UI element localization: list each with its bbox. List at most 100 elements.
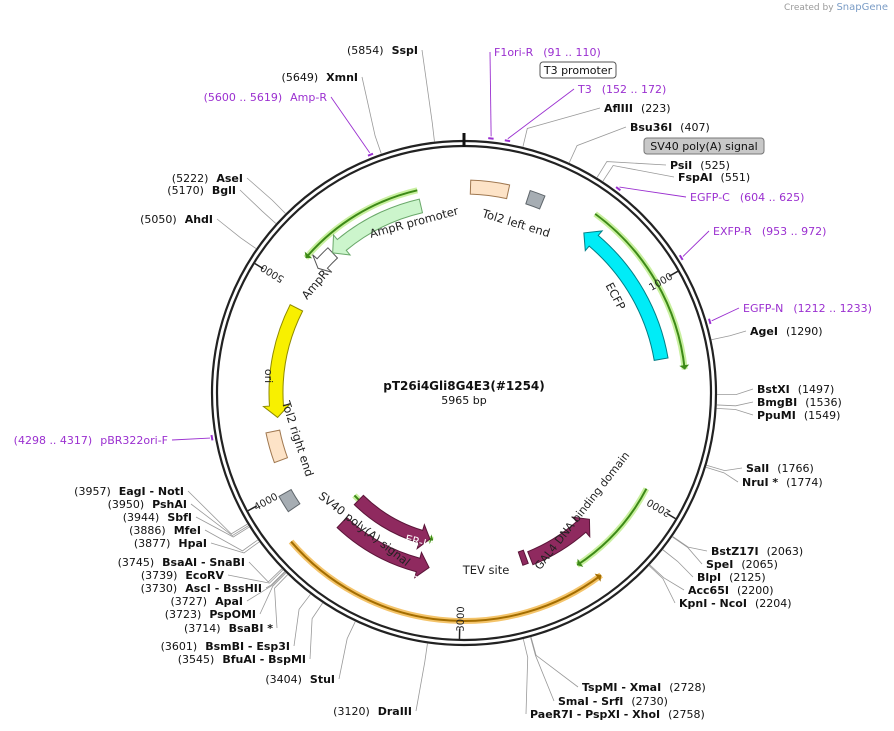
enzyme-site-0[interactable]: (5854)SspI — [347, 44, 435, 142]
enzyme-site-9[interactable]: AgeI(1290) — [711, 325, 823, 341]
enzyme-site-27[interactable]: (3714)BsaBI * — [184, 574, 289, 635]
sv40-polya-signal-box[interactable]: SV40 poly(A) signal — [643, 137, 765, 155]
enzyme-label: (5222)AseI — [172, 172, 243, 185]
enzyme-leader-line — [274, 574, 289, 629]
enzyme-label: (3957)EagI - NotI — [74, 485, 184, 498]
feature-sv40-small[interactable] — [525, 189, 546, 210]
enzyme-site-3[interactable]: (5170)BglI — [167, 184, 277, 224]
enzyme-leader-line — [716, 388, 754, 396]
enzyme-site-25[interactable]: (3545)BfuAI - BspMI — [178, 602, 324, 666]
enzyme-site-2[interactable]: (5222)AseI — [172, 172, 286, 214]
enzyme-label: (3727)ApaI — [171, 595, 243, 608]
enzyme-site-12[interactable]: PpuMI(1549) — [716, 407, 841, 422]
feature-ampr-promoter[interactable] — [312, 247, 339, 273]
enzyme-label: PsiI(525) — [670, 159, 730, 172]
primer-label: F1ori-R(91 .. 110) — [494, 46, 601, 59]
enzyme-leader-line — [705, 466, 739, 483]
primer-site-2[interactable]: EGFP-C(604 .. 625) — [615, 186, 804, 204]
enzyme-site-14[interactable]: NruI *(1774) — [705, 466, 823, 489]
enzyme-leader-line — [568, 126, 627, 164]
enzyme-site-8[interactable]: FspAI(551) — [602, 165, 750, 184]
enzyme-site-6[interactable]: Bsu36I(407) — [568, 121, 710, 164]
enzyme-site-7[interactable]: PsiI(525) — [596, 159, 730, 178]
enzyme-site-28[interactable]: (3723)PspOMI — [165, 572, 287, 621]
feature-ecfp[interactable] — [583, 230, 669, 361]
enzyme-leader-line — [716, 407, 754, 416]
enzyme-label: TspMI - XmaI(2728) — [582, 681, 706, 694]
feature-tol2-left[interactable] — [469, 179, 511, 200]
enzyme-site-37[interactable]: (3957)EagI - NotI — [74, 485, 248, 535]
enzyme-site-33[interactable]: (3877)HpaI — [134, 537, 260, 554]
enzyme-site-22[interactable]: PaeR7I - PspXI - XhoI(2758) — [522, 638, 705, 721]
enzyme-label: (3723)PspOMI — [165, 608, 256, 621]
enzyme-label: (3739)EcoRV — [141, 569, 225, 582]
enzyme-site-13[interactable]: SalI(1766) — [706, 462, 814, 475]
enzyme-site-1[interactable]: (5649)XmnI — [282, 71, 382, 155]
enzyme-site-21[interactable]: SmaI - SrfI(2730) — [530, 636, 668, 708]
enzyme-leader-line — [530, 636, 555, 702]
enzyme-site-26[interactable]: (3601)BsmBI - Esp3I — [161, 593, 311, 653]
feature-gal4[interactable] — [527, 516, 591, 566]
enzyme-site-29[interactable]: (3727)ApaI — [171, 571, 286, 608]
primer-site-5[interactable]: (4298 .. 4317)pBR322ori-F — [14, 434, 214, 447]
feature-ori[interactable] — [262, 304, 304, 419]
enzyme-site-24[interactable]: (3404)StuI — [265, 621, 356, 686]
snapgene-credit: Created by SnapGene — [784, 2, 888, 13]
enzyme-leader-line — [522, 638, 529, 715]
enzyme-site-15[interactable]: BstZ17I(2063) — [672, 535, 803, 558]
enzyme-label: PpuMI(1549) — [757, 409, 840, 422]
enzyme-site-30[interactable]: (3730)AscI - BssHII — [141, 571, 286, 595]
feature-ert2[interactable] — [353, 494, 431, 550]
feature-tol2-right[interactable] — [265, 429, 289, 464]
primer-site-6[interactable]: (5600 .. 5619)Amp-R — [204, 91, 374, 157]
orf-ecfp-arrowhead — [679, 364, 690, 370]
feature-er-lbd[interactable] — [336, 516, 430, 579]
enzyme-site-11[interactable]: BmgBI(1536) — [716, 396, 842, 409]
enzyme-site-10[interactable]: BstXI(1497) — [716, 383, 834, 396]
enzyme-site-35[interactable]: (3944)SbfI — [123, 511, 250, 538]
t3-promoter-box[interactable]: T3 promoter — [539, 61, 617, 79]
enzyme-site-23[interactable]: (3120)DraIII — [333, 643, 428, 718]
enzyme-site-36[interactable]: (3950)PshAI — [108, 498, 249, 537]
primer-mark — [367, 152, 374, 157]
enzyme-site-32[interactable]: (3745)BsaAI - SnaBI — [118, 556, 283, 583]
enzyme-site-4[interactable]: (5050)AhdI — [140, 213, 257, 250]
enzyme-label: (3730)AscI - BssHII — [141, 582, 262, 595]
enzyme-leader-line — [596, 161, 667, 178]
primer-site-3[interactable]: EXFP-R(953 .. 972) — [678, 225, 827, 261]
primer-label: (5600 .. 5619)Amp-R — [204, 91, 328, 104]
enzyme-site-19[interactable]: KpnI - NcoI(2204) — [648, 565, 792, 610]
label-ori: ori — [262, 369, 275, 383]
enzyme-label: (3120)DraIII — [333, 705, 412, 718]
primer-leader-line — [711, 307, 740, 322]
primer-sites: F1ori-R(91 .. 110) T3(152 .. 172) EGFP-C(6… — [14, 46, 872, 447]
enzyme-label: SmaI - SrfI(2730) — [558, 695, 668, 708]
enzyme-site-5[interactable]: AflIII(223) — [522, 102, 671, 148]
enzyme-site-16[interactable]: SpeI(2065) — [671, 536, 778, 571]
enzyme-site-20[interactable]: TspMI - XmaI(2728) — [530, 636, 706, 694]
primer-label: T3(152 .. 172) — [577, 83, 666, 96]
enzyme-leader-line — [706, 464, 743, 472]
enzyme-site-17[interactable]: BlpI(2125) — [662, 549, 766, 584]
enzyme-label: AflIII(223) — [604, 102, 671, 115]
enzyme-sites: (5854)SspI(5649)XmnI (5222)AseI(5170)BglI… — [74, 44, 842, 721]
feature-tev[interactable] — [517, 549, 529, 566]
enzyme-site-34[interactable]: (3886)MfeI — [129, 524, 259, 552]
feature-ampr[interactable] — [332, 198, 424, 256]
enzyme-label: (3886)MfeI — [129, 524, 201, 537]
enzyme-label: (3877)HpaI — [134, 537, 207, 550]
enzyme-label: SalI(1766) — [746, 462, 814, 475]
orf-arrows — [288, 187, 690, 624]
orf-gal4-arrowhead — [577, 558, 584, 568]
feature-sv40-polya[interactable] — [278, 488, 301, 513]
enzyme-label: Acc65I(2200) — [688, 584, 774, 597]
enzyme-leader-line — [265, 571, 286, 589]
tick-mark-1000 — [668, 270, 679, 277]
enzyme-site-18[interactable]: Acc65I(2200) — [649, 564, 774, 597]
enzyme-site-31[interactable]: (3739)EcoRV — [141, 569, 284, 584]
primer-site-1[interactable]: T3(152 .. 172) — [504, 83, 666, 143]
primer-site-0[interactable]: F1ori-R(91 .. 110) — [488, 46, 601, 140]
primer-site-4[interactable]: EGFP-N(1212 .. 1233) — [708, 302, 872, 325]
enzyme-label: (3745)BsaAI - SnaBI — [118, 556, 245, 569]
